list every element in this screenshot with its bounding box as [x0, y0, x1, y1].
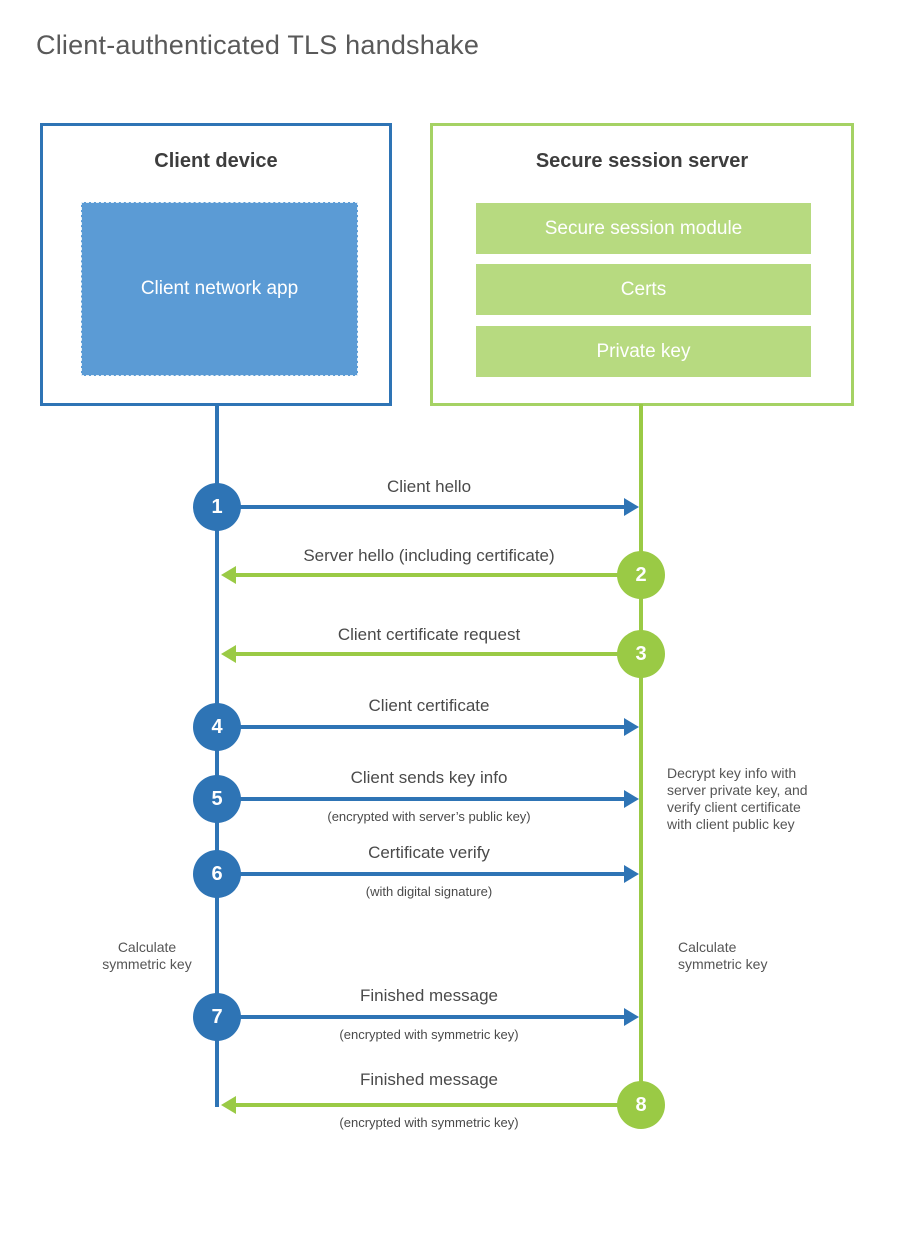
step-circle-7: 7	[193, 993, 241, 1041]
client-network-app-box: Client network app	[81, 202, 358, 376]
client-network-app-label: Client network app	[140, 278, 299, 299]
step-circle-2: 2	[617, 551, 665, 599]
message-sublabel: (encrypted with symmetric key)	[339, 1027, 519, 1042]
message-label: Client certificate	[368, 696, 490, 715]
diagram-title: Client-authenticated TLS handshake	[36, 30, 480, 60]
arrow-shaft	[230, 872, 624, 876]
note-line: server private key, and	[667, 782, 808, 798]
message-label: Client sends key info	[350, 768, 508, 787]
message-sublabel: (with digital signature)	[365, 884, 493, 899]
decrypt-key-note: Decrypt key info with server private key…	[667, 765, 847, 833]
secure-session-server-box: Secure session server Secure session mod…	[430, 123, 854, 406]
client-device-title: Client device	[154, 150, 278, 172]
note-line: Calculate	[117, 939, 177, 955]
arrow-shaft	[236, 573, 620, 577]
step-number: 4	[211, 715, 223, 738]
message-label: Certificate verify	[368, 843, 490, 862]
note-line: verify client certificate	[667, 799, 801, 815]
message-sublabel: (encrypted with symmetric key)	[339, 1115, 519, 1130]
arrow-right-icon	[624, 865, 639, 883]
arrow-shaft	[230, 1015, 624, 1019]
message-label: Client hello	[386, 477, 472, 496]
arrow-right-icon	[624, 1008, 639, 1026]
step-number: 6	[211, 862, 223, 885]
server-title: Secure session server	[535, 150, 749, 172]
step-number: 2	[635, 563, 647, 586]
client-device-box: Client device Client network app	[40, 123, 392, 406]
note-line: Decrypt key info with	[667, 765, 797, 781]
note-line: symmetric key	[102, 956, 192, 972]
step-number: 3	[635, 642, 647, 665]
calculate-symmetric-key-note-server: Calculate symmetric key	[678, 939, 818, 973]
step-circle-5: 5	[193, 775, 241, 823]
note-line: symmetric key	[678, 956, 768, 972]
calculate-symmetric-key-note-client: Calculate symmetric key	[77, 939, 217, 973]
arrow-left-icon	[221, 566, 236, 584]
arrow-right-icon	[624, 790, 639, 808]
step-circle-4: 4	[193, 703, 241, 751]
arrow-shaft	[230, 725, 624, 729]
arrow-left-icon	[221, 1096, 236, 1114]
note-line: with client public key	[667, 816, 795, 832]
step-circle-6: 6	[193, 850, 241, 898]
server-module-bar: Secure session module	[476, 203, 811, 254]
note-line: Calculate	[678, 939, 737, 955]
message-label: Finished message	[360, 1070, 498, 1089]
arrow-shaft	[230, 797, 624, 801]
message-label: Server hello (including certificate)	[303, 546, 555, 565]
server-module-bar: Certs	[476, 264, 811, 315]
step-circle-1: 1	[193, 483, 241, 531]
step-circle-3: 3	[617, 630, 665, 678]
message-label: Client certificate request	[337, 625, 521, 644]
arrow-right-icon	[624, 498, 639, 516]
server-lifeline	[639, 404, 643, 1105]
server-module-bar: Private key	[476, 326, 811, 377]
step-number: 5	[211, 787, 223, 810]
arrow-right-icon	[624, 718, 639, 736]
step-number: 1	[211, 495, 223, 518]
arrow-shaft	[236, 652, 620, 656]
arrow-shaft	[236, 1103, 620, 1107]
message-label: Finished message	[360, 986, 498, 1005]
arrow-shaft	[230, 505, 624, 509]
arrow-left-icon	[221, 645, 236, 663]
message-sublabel: (encrypted with server’s public key)	[327, 809, 531, 824]
step-circle-8: 8	[617, 1081, 665, 1129]
client-lifeline	[215, 404, 219, 1107]
step-number: 8	[635, 1093, 647, 1116]
step-number: 7	[211, 1005, 223, 1028]
